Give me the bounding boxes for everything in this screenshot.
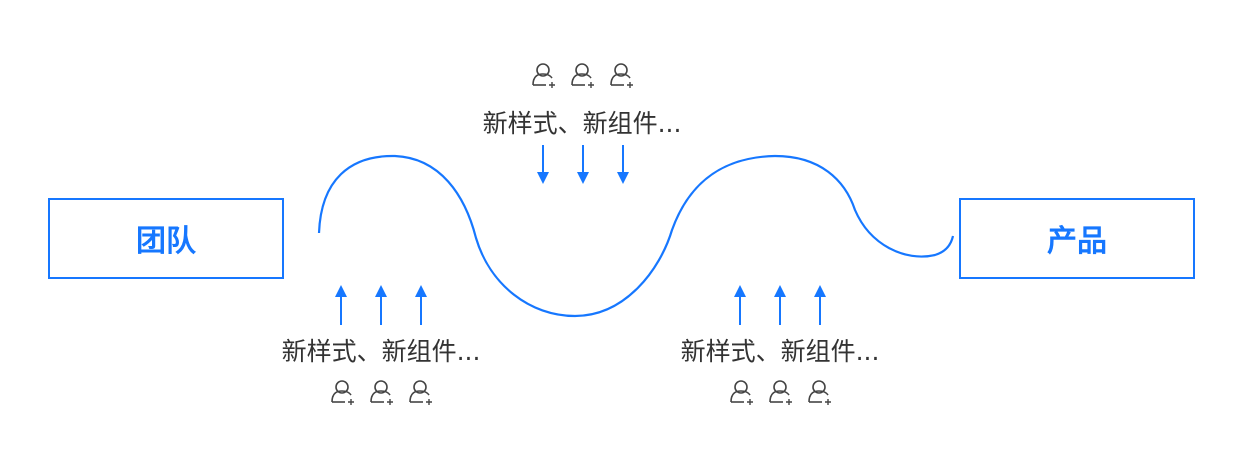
team-box [48, 198, 284, 279]
user-add-icon [610, 63, 634, 89]
product-label: 产品 [1047, 224, 1107, 259]
bottom-right-group: 新样式、新组件... [681, 285, 880, 406]
user-add-icon [532, 63, 556, 89]
user-add-icon [808, 380, 832, 406]
product-box [959, 198, 1195, 279]
top-middle-caption: 新样式、新组件... [483, 109, 682, 138]
bottom-right-caption: 新样式、新组件... [681, 337, 880, 366]
user-add-icon [571, 63, 595, 89]
team-label: 团队 [136, 224, 197, 259]
user-add-icon [730, 380, 754, 406]
bottom-left-caption: 新样式、新组件... [282, 337, 481, 366]
user-add-icon [409, 380, 433, 406]
user-add-icon [769, 380, 793, 406]
bottom-left-group: 新样式、新组件... [282, 285, 481, 406]
user-add-icon [370, 380, 394, 406]
flow-wave-curve [317, 154, 955, 318]
top-middle-group: 新样式、新组件... [483, 63, 682, 184]
user-add-icon [331, 380, 355, 406]
